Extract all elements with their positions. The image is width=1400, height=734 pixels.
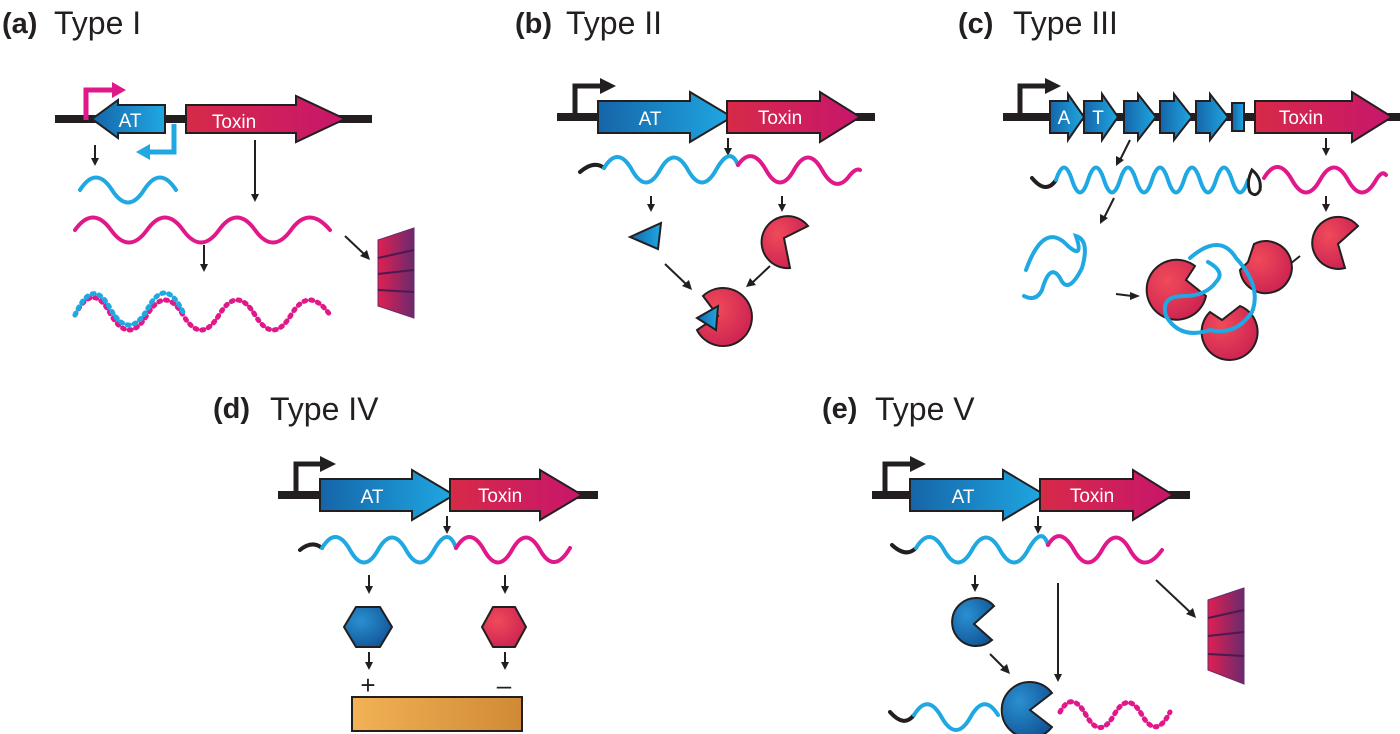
toxin-mrna (1046, 534, 1164, 565)
panel-e-letter: (e) (822, 393, 857, 425)
panel-e: (e) Type V AT Toxin (822, 391, 1245, 734)
repeat-label-a: A (1058, 108, 1071, 129)
panel-a-letter: (a) (2, 8, 37, 40)
rna-5prime (1030, 176, 1058, 189)
panel-e-title: Type V (875, 391, 975, 427)
destabilize-sign: – (497, 670, 512, 700)
toxin-gene (1039, 468, 1175, 522)
rna-duplex-antitoxin (72, 290, 186, 328)
promoter-icon (293, 461, 320, 496)
antitoxin-gene (909, 468, 1047, 522)
toxin-mrna (1262, 165, 1388, 195)
antitoxin-gene-label: AT (639, 109, 662, 130)
toxin-gene-label: Toxin (478, 486, 522, 507)
antitoxin-protein (627, 221, 663, 251)
antitoxin-gene-label: AT (361, 487, 384, 508)
rnase-cleaving (1000, 681, 1054, 734)
toxin-gene-label: Toxin (1279, 108, 1323, 129)
toxin-mrna (454, 535, 572, 565)
membrane-pore-icon (377, 227, 415, 319)
antitoxin-mrna (602, 154, 740, 185)
panel-a: (a) Type I AT Toxin (2, 5, 415, 333)
antitoxin-gene (90, 98, 166, 140)
panel-c: (c) Type III A T Toxin (958, 5, 1400, 361)
toxin-antitoxin-complex (1145, 240, 1293, 361)
panel-c-title: Type III (1013, 5, 1118, 41)
toxin-gene-label: Toxin (1070, 486, 1114, 507)
antitoxin-rna (78, 175, 178, 205)
antitoxin-gene (597, 90, 734, 144)
stabilize-sign: + (360, 670, 375, 700)
promoter-icon (882, 461, 910, 496)
toxin-gene-label: Toxin (758, 108, 802, 129)
mrna-5prime-2 (888, 710, 916, 723)
antitoxin-gene-label: AT (952, 487, 975, 508)
repeat-label-t: T (1092, 108, 1104, 129)
toxin-mrna (73, 215, 332, 245)
mrna-5prime (298, 542, 324, 552)
panel-d-letter: (d) (213, 393, 250, 425)
antitoxin-gene (319, 468, 456, 522)
panel-c-letter: (c) (958, 8, 993, 40)
processed-antitoxin-rna (1022, 233, 1087, 300)
antitoxin-mrna (914, 534, 1050, 565)
degraded-toxin-mrna (1057, 699, 1173, 730)
terminator-loop-icon (1246, 167, 1262, 197)
promoter-toxin-icon (83, 87, 112, 120)
antitoxin-repeats (1049, 90, 1245, 144)
mrna-5prime (578, 162, 606, 174)
toxin-gene (185, 94, 348, 144)
promoter-antitoxin-icon (150, 124, 177, 155)
antitoxin-protein (342, 606, 394, 648)
toxin-gene-label: Toxin (212, 112, 256, 133)
cytoskeleton-target (351, 696, 523, 732)
antitoxin-rna (1054, 165, 1250, 195)
panel-b-letter: (b) (515, 8, 552, 40)
promoter-icon (572, 83, 600, 118)
toxin-gene (449, 468, 584, 522)
antitoxin-mrna (320, 535, 458, 565)
toxin-protein (1311, 215, 1360, 270)
ta-complex-toxin (695, 287, 753, 348)
ta-complex-antitoxin (695, 304, 720, 332)
panel-b: (b) Type II AT Toxin (515, 5, 875, 348)
toxin-gene (726, 90, 862, 144)
membrane-pore-icon (1207, 587, 1245, 685)
cleaved-antitoxin-mrna (912, 702, 1000, 732)
toxin-protein (760, 215, 810, 270)
toxin-protein (480, 606, 528, 648)
panel-a-title: Type I (54, 5, 141, 41)
panel-d-title: Type IV (270, 391, 379, 427)
mrna-5prime (890, 543, 918, 555)
toxin-mrna (736, 154, 862, 186)
antitoxin-rnase (951, 597, 996, 647)
antitoxin-gene-label: AT (119, 111, 142, 132)
panel-d: (d) Type IV AT Toxin + – (213, 391, 598, 732)
promoter-icon (1017, 83, 1045, 118)
panel-b-title: Type II (566, 5, 662, 41)
rna-duplex-toxin (72, 295, 333, 333)
toxin-gene (1254, 90, 1394, 144)
